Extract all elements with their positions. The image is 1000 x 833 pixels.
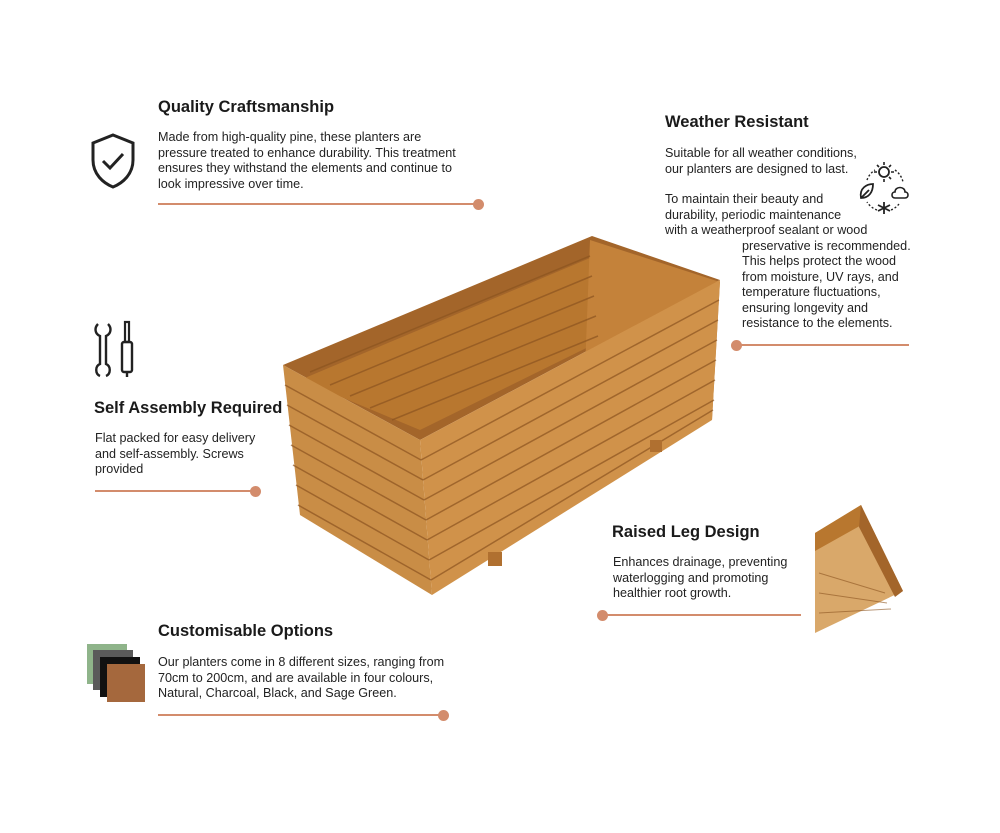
weather-divider [736, 344, 909, 346]
quality-divider-dot [473, 199, 484, 210]
colour-swatches-icon [87, 644, 147, 704]
assembly-text: Flat packed for easy delivery and self-a… [95, 431, 255, 478]
legs-text: Enhances drainage, preventing waterloggi… [613, 555, 787, 602]
text-line: durability, periodic maintenance [665, 207, 842, 222]
text-line: To maintain their beauty and [665, 192, 824, 206]
assembly-divider [95, 490, 255, 492]
quality-title: Quality Craftsmanship [158, 98, 335, 116]
assembly-divider-dot [250, 486, 261, 497]
text-line: and self-assembly. Screws [95, 446, 244, 461]
text-line: ensuring longevity and [742, 300, 869, 315]
options-divider-dot [438, 710, 449, 721]
wrench-screwdriver-icon [94, 320, 134, 378]
raised-leg-closeup-image [815, 505, 903, 633]
weather-text: Suitable for all weather conditions, our… [665, 146, 911, 332]
text-line: provided [95, 462, 144, 476]
quality-divider [158, 203, 478, 205]
text-line: from moisture, UV rays, and [742, 269, 899, 284]
weather-cycle-icon [859, 162, 909, 214]
text-line: Suitable for all weather conditions, [665, 146, 857, 160]
options-title: Customisable Options [158, 622, 334, 640]
weather-title: Weather Resistant [665, 113, 809, 131]
text-line: Our planters come in 8 different sizes, … [158, 655, 445, 669]
text-line: resistance to the elements. [742, 316, 893, 330]
legs-divider [603, 614, 801, 616]
text-line: Made from high-quality pine, these plant… [158, 130, 422, 144]
text-line: 70cm to 200cm, and are available in four… [158, 670, 434, 685]
options-divider [158, 714, 443, 716]
quality-text: Made from high-quality pine, these plant… [158, 130, 456, 192]
assembly-title: Self Assembly Required [94, 399, 283, 417]
text-line: our planters are designed to last. [665, 161, 849, 176]
text-line: Flat packed for easy delivery [95, 431, 256, 445]
text-line: This helps protect the wood [742, 254, 897, 268]
text-line: with a weatherproof sealant or wood [665, 223, 868, 237]
weather-divider-dot [731, 340, 742, 351]
text-line: Enhances drainage, preventing [613, 555, 788, 569]
text-line: healthier root growth. [613, 586, 732, 600]
text-line: Natural, Charcoal, Black, and Sage Green… [158, 686, 397, 700]
options-text: Our planters come in 8 different sizes, … [158, 655, 444, 702]
swatch-natural [107, 664, 145, 702]
legs-title: Raised Leg Design [612, 523, 760, 541]
shield-check-icon [91, 133, 135, 189]
text-line: waterlogging and promoting [613, 570, 769, 585]
text-line: temperature fluctuations, [742, 285, 881, 299]
text-line: look impressive over time. [158, 176, 304, 191]
legs-divider-dot [597, 610, 608, 621]
text-line: preservative is recommended. [742, 238, 911, 253]
text-line: ensures they withstand the elements and … [158, 161, 453, 175]
text-line: pressure treated to enhance durability. … [158, 145, 456, 160]
